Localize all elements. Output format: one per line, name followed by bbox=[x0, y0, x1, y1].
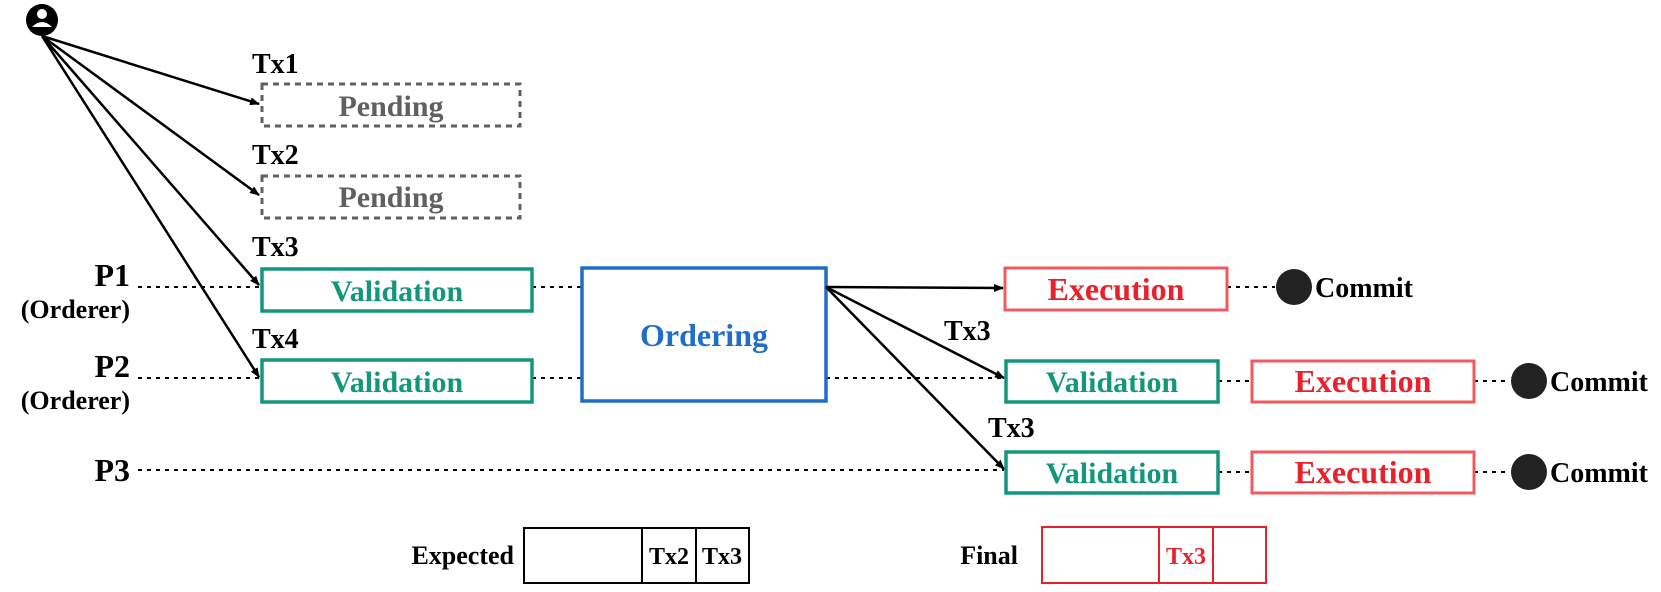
pending-box-tx2: Pending bbox=[260, 174, 522, 220]
client-arrows bbox=[40, 34, 261, 378]
execution-label: Execution bbox=[1295, 363, 1432, 399]
tx3-label: Tx3 bbox=[252, 232, 299, 263]
execution-box-p2: Execution bbox=[1250, 359, 1476, 404]
pending-label: Pending bbox=[338, 181, 443, 214]
ordering-box: Ordering bbox=[580, 266, 828, 403]
arrow-to-execution-p1 bbox=[825, 283, 1004, 292]
validation-label: Validation bbox=[1046, 457, 1179, 490]
peer-p1-label: P1 bbox=[94, 257, 130, 293]
arrow-to-tx1 bbox=[41, 34, 260, 106]
tx3-label-p2: Tx3 bbox=[944, 316, 991, 347]
expected-block-label: Expected bbox=[411, 541, 514, 570]
ordering-label: Ordering bbox=[640, 317, 768, 353]
final-block-label: Final bbox=[960, 541, 1018, 570]
expected-cell-text: Tx2 bbox=[649, 544, 689, 570]
expected-cell-text: Tx3 bbox=[702, 544, 742, 570]
execution-box-p3: Execution bbox=[1250, 450, 1476, 495]
ordering-arrows bbox=[825, 283, 1005, 470]
validation-box-p1: Validation bbox=[260, 267, 534, 313]
peer-p3-label: P3 bbox=[94, 452, 130, 488]
validation-box-p2-after: Validation bbox=[1004, 359, 1220, 404]
commit-label-p3: Commit bbox=[1550, 458, 1649, 489]
pending-label: Pending bbox=[338, 90, 443, 123]
arrow-to-tx4 bbox=[40, 35, 261, 378]
final-cell-text: Tx3 bbox=[1166, 544, 1206, 570]
expected-block bbox=[523, 527, 750, 584]
commit-label-p2: Commit bbox=[1550, 367, 1649, 398]
expected-block-cell bbox=[523, 527, 643, 584]
timelines bbox=[138, 286, 1508, 473]
commit-dot-p2 bbox=[1511, 363, 1547, 399]
tx3-label-p3: Tx3 bbox=[988, 413, 1035, 444]
commit-dot-p3 bbox=[1511, 454, 1547, 490]
execution-label: Execution bbox=[1295, 454, 1432, 490]
peer-p2-label: P2 bbox=[94, 348, 130, 384]
arrow-to-tx3 bbox=[41, 35, 260, 286]
user-icon bbox=[26, 4, 58, 36]
pending-box-tx1: Pending bbox=[260, 82, 522, 128]
final-block bbox=[1041, 526, 1267, 584]
peer-p2-role: (Orderer) bbox=[21, 386, 130, 415]
validation-label: Validation bbox=[1046, 366, 1179, 399]
expected-block-cell bbox=[695, 527, 750, 584]
tx2-label: Tx2 bbox=[252, 140, 299, 171]
commit-dot-p1 bbox=[1276, 269, 1312, 305]
peer-p1-role: (Orderer) bbox=[21, 295, 130, 324]
validation-label: Validation bbox=[331, 366, 464, 399]
validation-box-p2: Validation bbox=[260, 358, 534, 404]
validation-box-p3: Validation bbox=[1004, 450, 1220, 495]
arrow-to-tx2 bbox=[41, 34, 260, 197]
arrow-to-validation-p3 bbox=[825, 286, 1005, 470]
final-block-cell bbox=[1041, 526, 1160, 584]
final-block-cell bbox=[1212, 526, 1267, 584]
validation-label: Validation bbox=[331, 275, 464, 308]
tx4-label: Tx4 bbox=[252, 324, 299, 355]
commit-label-p1: Commit bbox=[1315, 273, 1414, 304]
arrow-to-validation-p2 bbox=[825, 285, 1005, 380]
execution-box-p1: Execution bbox=[1003, 266, 1229, 312]
tx1-label: Tx1 bbox=[252, 49, 299, 80]
execution-label: Execution bbox=[1048, 271, 1185, 307]
